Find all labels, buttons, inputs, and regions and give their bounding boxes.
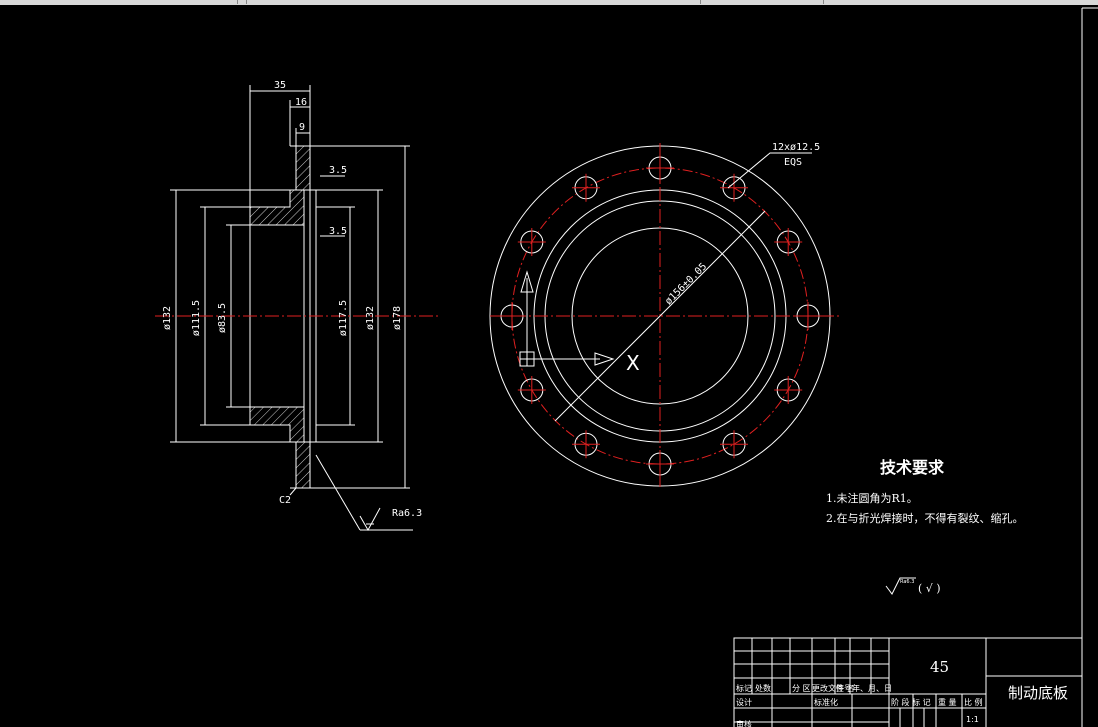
holes-eqs-label: EQS	[784, 157, 802, 168]
tb-scale: 1:1	[966, 715, 979, 724]
x-axis-label: X	[626, 351, 640, 375]
drawing-frame	[1081, 7, 1098, 727]
title-block	[733, 637, 1083, 727]
tb-label-mark: 标记	[736, 683, 752, 693]
tb-label-stage-mark: 阶 段 标 记	[891, 697, 931, 707]
dim-dia-132-right: ø132	[365, 306, 376, 330]
dim-35: 35	[274, 80, 286, 91]
tb-part-name: 制动底板	[1008, 684, 1068, 702]
dim-3-5-lower: 3.5	[329, 226, 347, 237]
tb-label-date: 年、月、日	[852, 683, 892, 693]
dim-dia-111-5: ø111.5	[191, 300, 202, 336]
dim-dia-178: ø178	[392, 306, 403, 330]
front-view	[489, 143, 840, 489]
tech-item-2: 2.在与折光焊接时，不得有裂纹、缩孔。	[826, 511, 1024, 525]
roughness-paren: ( √ )	[918, 582, 941, 595]
dim-9: 9	[299, 122, 305, 133]
tb-label-sign: 签 名	[836, 683, 855, 693]
roughness-symbol-value: Ra6.3	[900, 579, 914, 585]
tb-label-ratio: 比 例	[964, 697, 983, 707]
dim-3-5-upper: 3.5	[329, 165, 347, 176]
roughness-label: Ra6.3	[392, 508, 422, 519]
tb-material: 45	[930, 658, 949, 676]
tb-label-count: 处数	[755, 683, 771, 693]
dim-dia-132-left: ø132	[162, 306, 173, 330]
hatch-upper-flange	[295, 145, 311, 191]
hatch-lower-flange	[295, 441, 311, 489]
window-top-bar	[0, 0, 1098, 5]
tb-label-design: 设计	[736, 697, 752, 707]
tb-label-doc-no: 更改文件号	[812, 683, 852, 693]
dim-16: 16	[295, 97, 307, 108]
roughness-symbol	[885, 577, 916, 595]
tb-label-review: 审核	[736, 719, 752, 727]
section-view	[155, 85, 440, 532]
tb-label-weight: 重 量	[938, 697, 957, 707]
dim-dia-83-5: ø83.5	[217, 303, 228, 333]
dim-dia-117-5: ø117.5	[338, 300, 349, 336]
chamfer-label: C2	[279, 495, 291, 506]
pcd-label: ø156±0.05	[663, 261, 709, 307]
tech-heading: 技术要求	[880, 458, 945, 477]
holes-label: 12xø12.5	[772, 142, 820, 153]
tb-label-zone: 分 区	[792, 684, 811, 693]
tb-label-standard: 标准化	[814, 697, 838, 707]
tech-item-1: 1.未注圆角为R1。	[826, 491, 918, 505]
